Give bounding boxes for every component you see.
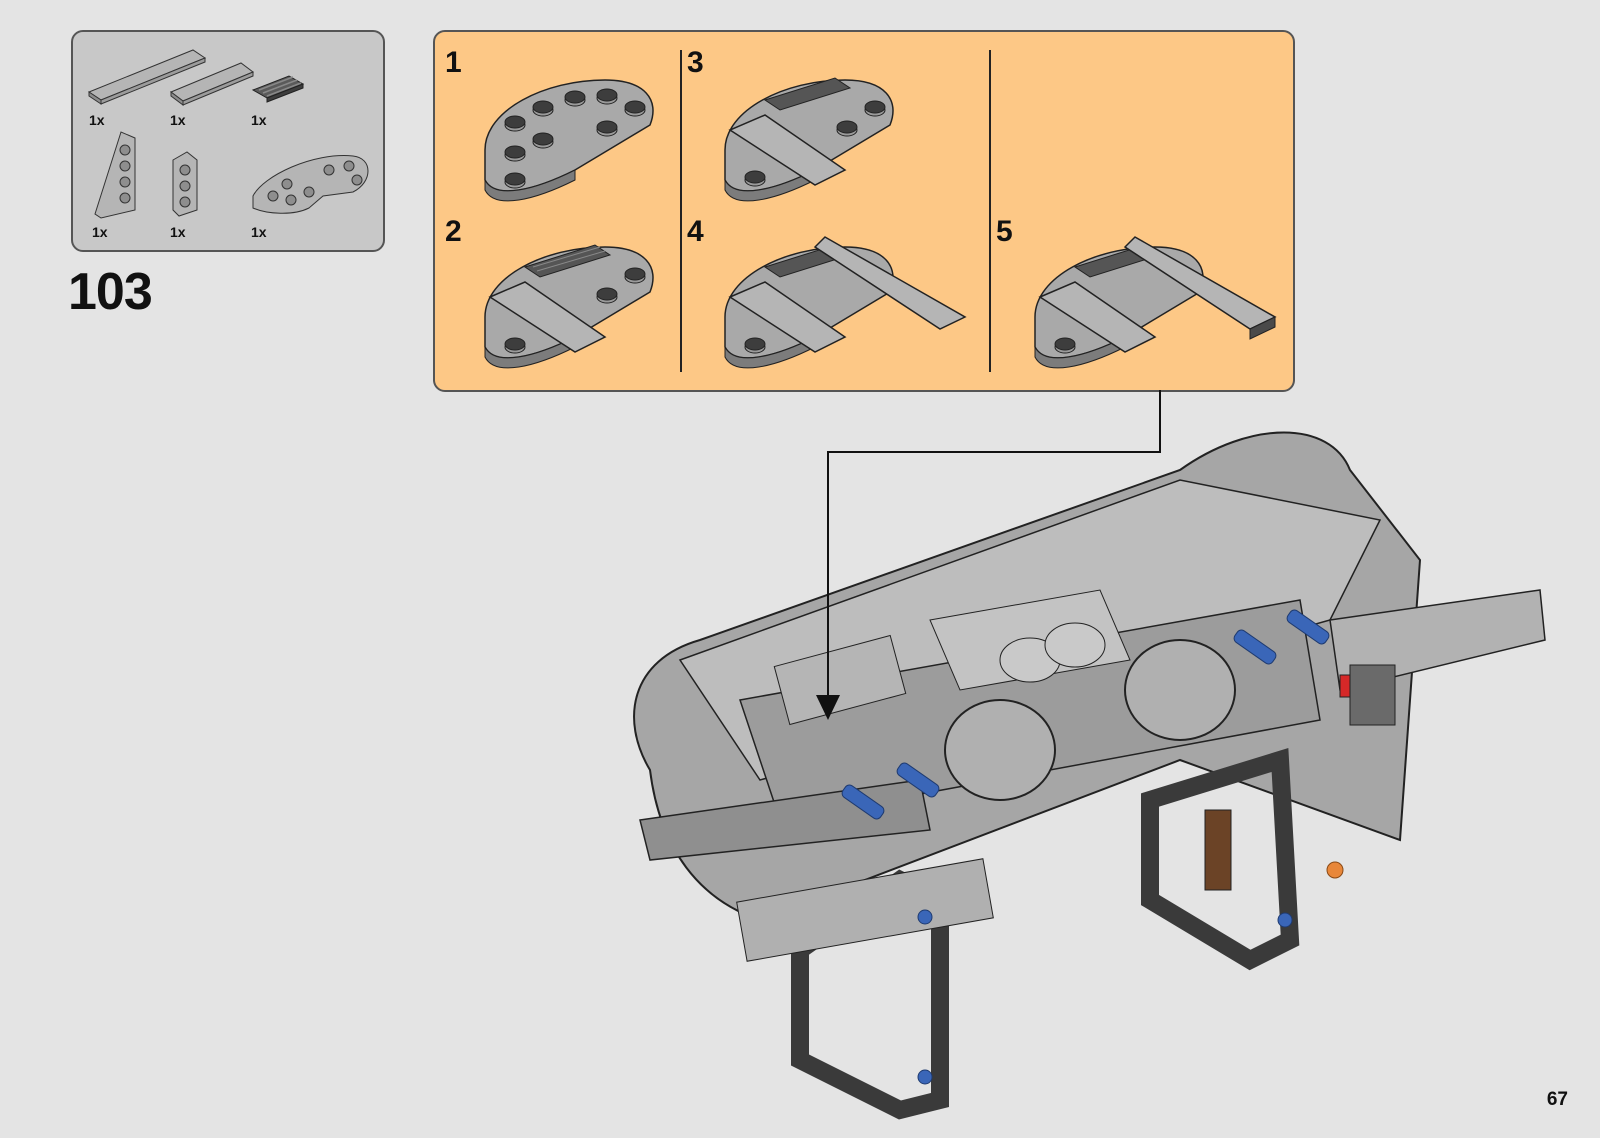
assembled-model	[634, 433, 1545, 1111]
page-number: 67	[1547, 1089, 1568, 1111]
